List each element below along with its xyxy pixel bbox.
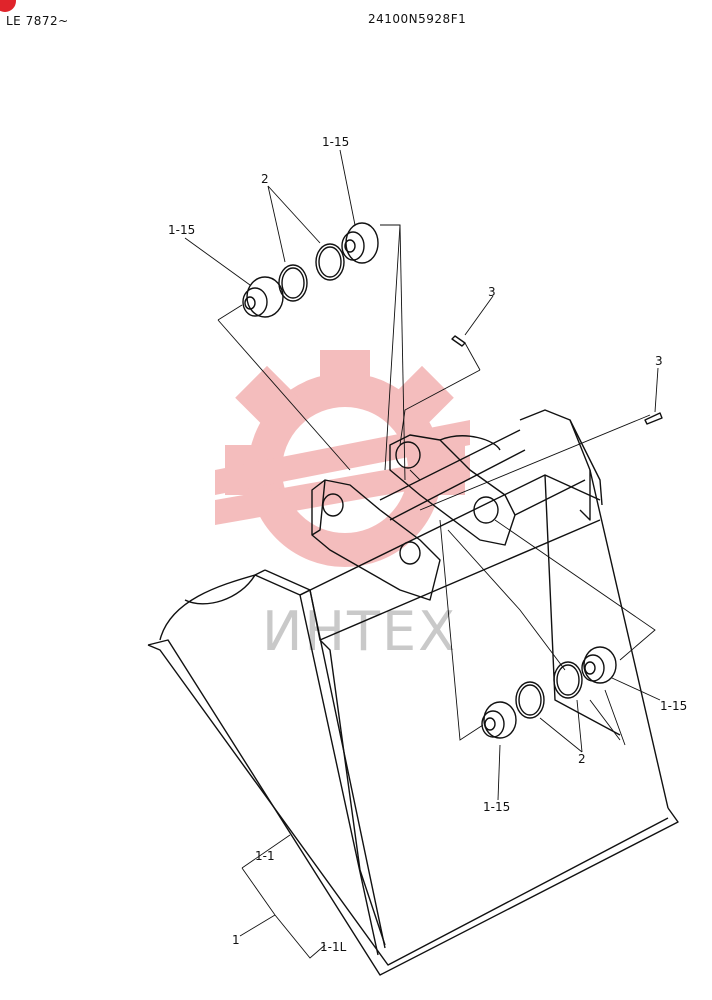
bushing-top-right [341,222,379,264]
boss-plate-front [311,479,441,601]
callout-2-top: 2 [261,172,269,186]
callout-1: 1 [232,933,240,947]
bushing-bottom-left [481,701,517,739]
bushing-bottom-right [581,646,617,684]
callout-1-1L: 1-1L [320,940,347,954]
assembly-lines [217,224,656,801]
grease-pin-b [644,412,663,425]
callout-1-15-left: 1-15 [168,223,195,237]
callout-1-15-bottom: 1-15 [483,800,510,814]
model-range-label: LE 7872~ [6,14,69,28]
cross-tube [379,429,586,521]
callout-1-15-right: 1-15 [660,699,687,713]
grease-pin-a [451,335,466,347]
callout-2-bottom: 2 [578,752,586,766]
watermark-text: ИНТЕХ [262,600,457,663]
oring-top-2 [315,243,345,281]
oring-top-1 [278,264,308,302]
watermark-gear-logo [215,350,470,567]
callout-leaders [184,149,661,959]
callout-3-a: 3 [488,285,496,299]
oring-bottom-1 [515,681,545,719]
callout-1-15-top: 1-15 [322,135,349,149]
callout-1-1: 1-1 [255,849,275,863]
corner-badge [0,0,16,12]
oring-bottom-2 [553,661,583,699]
part-number-label: 24100N5928F1 [368,12,467,26]
callout-3-b: 3 [655,354,663,368]
bushing-top-left [242,276,284,318]
bucket-body [147,409,679,976]
